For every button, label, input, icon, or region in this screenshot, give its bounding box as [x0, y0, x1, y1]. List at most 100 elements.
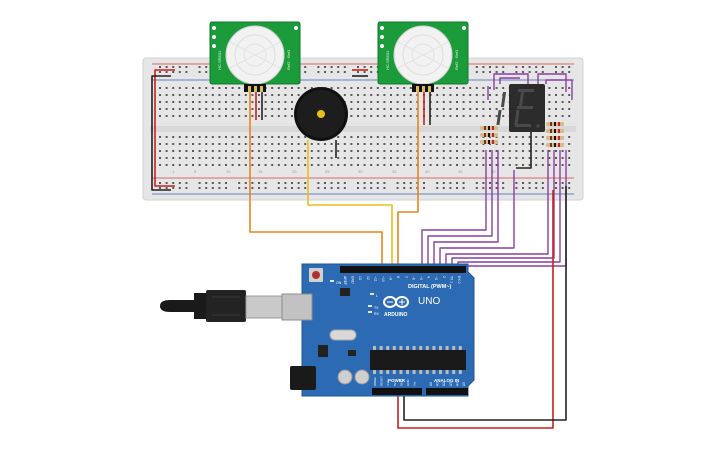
breadboard-hole: [304, 143, 307, 145]
mcu-pin: [373, 370, 376, 374]
breadboard-hole: [555, 157, 557, 159]
reset-button[interactable]: [312, 271, 320, 279]
breadboard-hole: [482, 157, 485, 159]
breadboard-hole: [475, 136, 478, 138]
breadboard-hole: [271, 87, 274, 89]
breadboard-hole: [449, 157, 452, 159]
breadboard-hole: [409, 143, 412, 145]
breadboard-hole: [561, 101, 564, 103]
breadboard-hole: [363, 115, 366, 117]
breadboard-hole: [264, 150, 267, 152]
breadboard-hole: [489, 94, 491, 96]
breadboard-hole: [337, 150, 340, 152]
breadboard-hole: [205, 136, 208, 138]
breadboard-hole: [337, 71, 340, 73]
breadboard-hole: [376, 143, 379, 145]
breadboard-hole: [238, 150, 241, 152]
breadboard-hole: [264, 136, 267, 138]
breadboard-hole: [178, 108, 181, 110]
breadboard-hole: [297, 143, 300, 145]
breadboard-hole: [192, 94, 194, 96]
breadboard-hole: [330, 157, 333, 159]
breadboard-hole: [258, 94, 260, 96]
breadboard-hole: [482, 108, 485, 110]
breadboard-hole: [291, 136, 293, 138]
wire-orange: [397, 92, 419, 268]
breadboard-hole: [324, 157, 326, 159]
breadboard-hole: [555, 187, 557, 189]
breadboard-hole: [528, 157, 531, 159]
breadboard-hole: [568, 66, 571, 68]
wire-black: [151, 75, 171, 191]
breadboard-hole: [469, 157, 472, 159]
breadboard-hole: [482, 71, 485, 73]
breadboard-hole: [561, 164, 564, 166]
breadboard-hole: [396, 87, 399, 89]
breadboard-hole: [211, 94, 214, 96]
breadboard-hole: [376, 136, 379, 138]
breadboard-hole: [462, 164, 465, 166]
breadboard-hole: [436, 136, 439, 138]
breadboard-hole: [284, 150, 287, 152]
breadboard-hole: [436, 94, 439, 96]
breadboard-hole: [159, 187, 161, 189]
breadboard-hole: [159, 101, 161, 103]
breadboard-hole: [284, 187, 287, 189]
breadboard-hole: [475, 187, 478, 189]
breadboard-hole: [502, 150, 505, 152]
breadboard-hole: [522, 182, 524, 184]
breadboard-hole: [185, 150, 188, 152]
breadboard-hole: [165, 157, 168, 159]
breadboard-hole: [324, 71, 326, 73]
breadboard-hole: [568, 108, 571, 110]
digital-pin-label: AREF: [343, 276, 347, 285]
mcu-pins: [373, 346, 462, 374]
power-pin-label: RESET: [380, 376, 384, 386]
breadboard-hole: [357, 87, 359, 89]
breadboard-hole: [502, 115, 505, 117]
arduino-logo: [383, 296, 409, 308]
row-label: 20: [292, 169, 297, 174]
mcu-pin: [412, 346, 416, 350]
row-label: 10: [226, 169, 231, 174]
breadboard-hole: [238, 108, 241, 110]
breadboard-hole: [165, 150, 168, 152]
breadboard-hole: [568, 182, 571, 184]
breadboard-hole: [244, 164, 247, 166]
wire-orange: [249, 92, 383, 268]
breadboard-hole: [159, 66, 161, 68]
breadboard-hole: [238, 182, 241, 184]
breadboard-hole: [508, 143, 511, 145]
mcu-pin: [458, 370, 462, 374]
breadboard-hole: [231, 143, 234, 145]
breadboard-hole: [449, 164, 452, 166]
breadboard-hole: [370, 115, 373, 117]
breadboard-hole: [548, 115, 551, 117]
resistor: [480, 140, 498, 144]
breadboard-hole: [535, 143, 538, 145]
mcu-pin: [439, 370, 442, 374]
breadboard-hole: [225, 182, 227, 184]
breadboard-hole: [429, 164, 432, 166]
breadboard-hole: [198, 94, 201, 96]
breadboard-hole: [462, 136, 465, 138]
breadboard-hole: [350, 150, 353, 152]
breadboard-hole: [482, 164, 485, 166]
breadboard-hole: [535, 71, 538, 73]
breadboard-hole: [403, 108, 406, 110]
breadboard-hole: [211, 187, 214, 189]
breadboard-hole: [541, 136, 544, 138]
breadboard-hole: [376, 115, 379, 117]
breadboard-hole: [442, 164, 445, 166]
arduino-brand-label: ARDUINO: [384, 312, 407, 318]
breadboard-hole: [495, 164, 498, 166]
breadboard-hole: [231, 136, 234, 138]
breadboard-hole: [423, 157, 425, 159]
breadboard-hole: [403, 115, 406, 117]
breadboard-hole: [172, 71, 175, 73]
breadboard-hole: [178, 66, 181, 68]
breadboard-hole: [515, 66, 518, 68]
breadboard-hole: [475, 182, 478, 184]
breadboard-hole: [376, 187, 379, 189]
